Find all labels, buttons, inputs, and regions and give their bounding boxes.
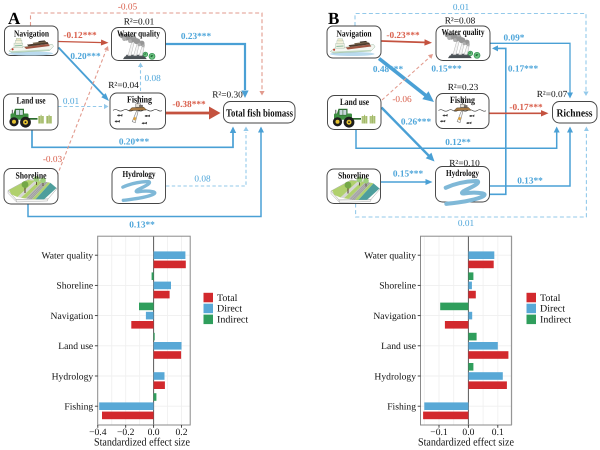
svg-text:Indirect: Indirect bbox=[217, 315, 248, 326]
svg-text:Fishing: Fishing bbox=[387, 402, 416, 413]
svg-text:Fishing: Fishing bbox=[64, 402, 93, 413]
svg-text:Hydrology: Hydrology bbox=[52, 371, 94, 382]
svg-text:Shoreline: Shoreline bbox=[56, 281, 93, 292]
svg-text:0.09*: 0.09* bbox=[504, 34, 525, 44]
svg-text:0.26***: 0.26*** bbox=[401, 118, 432, 128]
svg-text:0.20***: 0.20*** bbox=[70, 52, 101, 62]
svg-text:Hydrology: Hydrology bbox=[374, 371, 416, 382]
svg-text:0.1: 0.1 bbox=[492, 427, 504, 438]
svg-text:Navigation: Navigation bbox=[337, 29, 372, 40]
svg-text:Hydrology: Hydrology bbox=[446, 168, 479, 179]
svg-text:Navigation: Navigation bbox=[373, 311, 416, 322]
svg-text:R²=0.08: R²=0.08 bbox=[445, 17, 476, 27]
svg-text:0.08: 0.08 bbox=[145, 74, 162, 84]
svg-text:R²=0.04: R²=0.04 bbox=[108, 81, 139, 91]
svg-text:Water quality: Water quality bbox=[442, 27, 485, 37]
svg-text:0.23***: 0.23*** bbox=[181, 32, 212, 42]
svg-text:B: B bbox=[328, 9, 339, 28]
svg-text:0.2: 0.2 bbox=[176, 427, 188, 438]
svg-text:0.15***: 0.15*** bbox=[393, 170, 424, 180]
svg-text:0.13**: 0.13** bbox=[129, 221, 155, 231]
svg-text:0.0: 0.0 bbox=[462, 427, 474, 438]
svg-text:Standardized effect size: Standardized effect size bbox=[94, 437, 190, 449]
svg-text:R²=0.01: R²=0.01 bbox=[124, 18, 155, 28]
svg-text:Shoreline: Shoreline bbox=[16, 171, 47, 181]
svg-text:Fishing: Fishing bbox=[450, 95, 475, 106]
svg-text:0.01: 0.01 bbox=[453, 3, 470, 13]
svg-text:Direct: Direct bbox=[540, 304, 565, 315]
svg-text:Land use: Land use bbox=[381, 341, 416, 352]
svg-text:-0.12***: -0.12*** bbox=[63, 31, 97, 41]
svg-text:Hydrology: Hydrology bbox=[123, 169, 156, 180]
svg-text:0.13**: 0.13** bbox=[517, 177, 543, 187]
svg-text:0.48***: 0.48*** bbox=[373, 65, 404, 75]
svg-text:−0.1: −0.1 bbox=[430, 427, 448, 438]
svg-text:Land use: Land use bbox=[17, 96, 47, 107]
svg-text:0.15***: 0.15*** bbox=[431, 65, 462, 75]
svg-text:−0.4: −0.4 bbox=[89, 427, 107, 438]
svg-text:-0.06: -0.06 bbox=[392, 95, 412, 105]
svg-text:Total: Total bbox=[217, 293, 238, 304]
svg-text:Fishing: Fishing bbox=[127, 95, 152, 106]
svg-text:0.08: 0.08 bbox=[194, 175, 211, 185]
svg-text:A: A bbox=[8, 9, 21, 28]
svg-text:R²=0.23: R²=0.23 bbox=[448, 83, 479, 93]
svg-text:-0.23***: -0.23*** bbox=[386, 31, 420, 41]
svg-text:R²=0.30: R²=0.30 bbox=[212, 91, 243, 101]
svg-text:Land use: Land use bbox=[58, 341, 93, 352]
svg-text:Indirect: Indirect bbox=[540, 315, 571, 326]
svg-text:−0.2: −0.2 bbox=[117, 427, 135, 438]
svg-text:Total fish biomass: Total fish biomass bbox=[226, 108, 293, 120]
svg-text:Standardized effect size: Standardized effect size bbox=[418, 437, 514, 449]
svg-text:Total: Total bbox=[540, 293, 561, 304]
svg-text:Water quality: Water quality bbox=[41, 251, 93, 262]
svg-text:R²=0.07: R²=0.07 bbox=[537, 90, 568, 100]
svg-text:-0.03: -0.03 bbox=[43, 155, 63, 165]
svg-text:Shoreline: Shoreline bbox=[338, 171, 369, 181]
svg-text:0.01: 0.01 bbox=[63, 97, 80, 107]
svg-text:Water quality: Water quality bbox=[117, 29, 160, 39]
svg-text:0.20***: 0.20*** bbox=[119, 138, 150, 148]
svg-text:-0.17***: -0.17*** bbox=[509, 103, 543, 113]
svg-text:Navigation: Navigation bbox=[51, 311, 94, 322]
svg-text:Water quality: Water quality bbox=[364, 251, 416, 262]
svg-text:Navigation: Navigation bbox=[14, 29, 49, 40]
svg-text:Direct: Direct bbox=[217, 304, 242, 315]
svg-text:Richness: Richness bbox=[557, 108, 593, 120]
svg-text:0.0: 0.0 bbox=[148, 427, 160, 438]
svg-text:R²=0.10: R²=0.10 bbox=[449, 159, 480, 169]
svg-text:Shoreline: Shoreline bbox=[379, 281, 416, 292]
svg-text:0.17***: 0.17*** bbox=[508, 65, 539, 75]
svg-text:0.12**: 0.12** bbox=[445, 138, 471, 148]
svg-text:-0.38***: -0.38*** bbox=[172, 100, 206, 110]
svg-text:-0.05: -0.05 bbox=[118, 3, 138, 13]
svg-text:0.01: 0.01 bbox=[458, 219, 475, 229]
svg-text:Land use: Land use bbox=[340, 97, 370, 108]
